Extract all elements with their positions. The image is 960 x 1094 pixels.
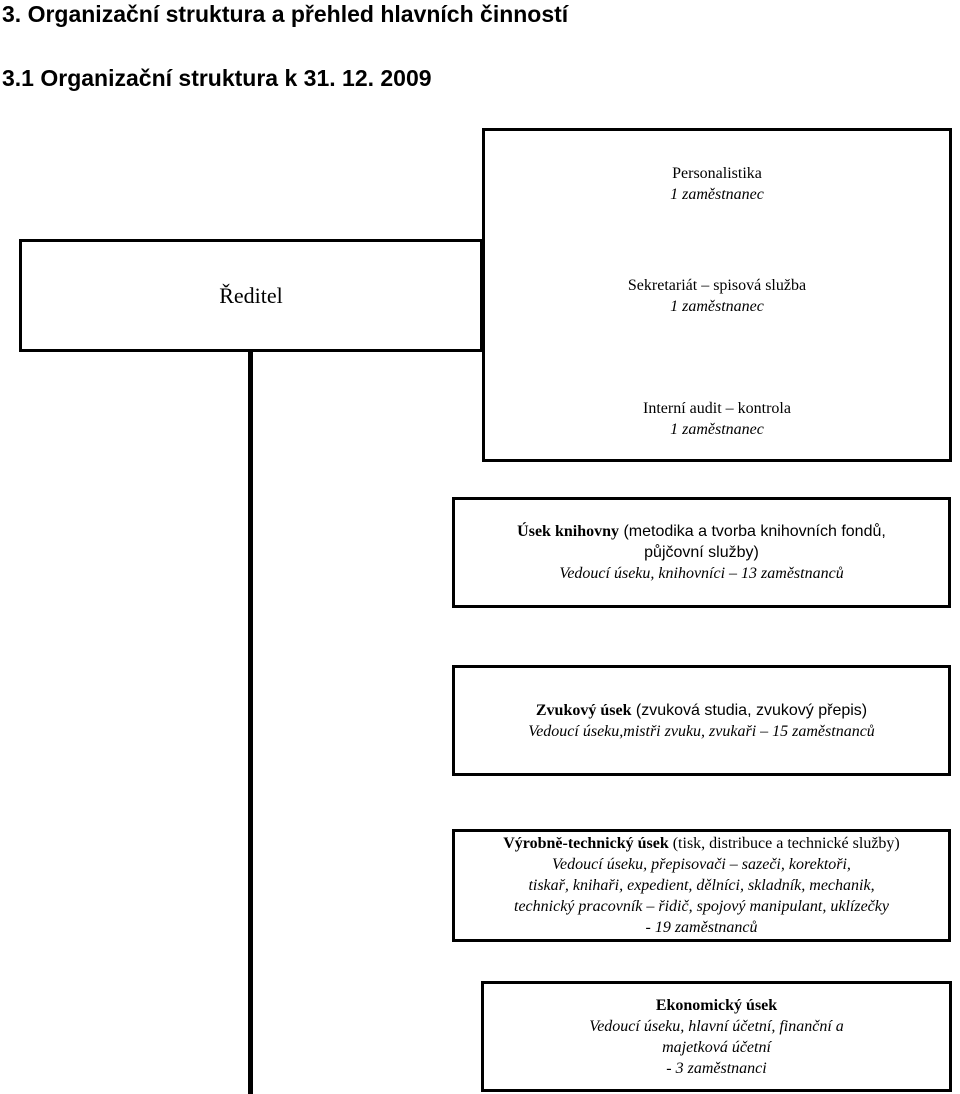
production-unit-staff-3: technický pracovník – řidič, spojový man… [514,898,889,915]
section-heading: 3. Organizační struktura a přehled hlavn… [2,1,569,27]
library-unit-scope: (metodika a tvorba knihovních fondů, [619,523,886,540]
sekretariat-staff: 1 zaměstnanec [670,298,764,315]
economic-unit-box: Ekonomický úsek Vedoucí úseku, hlavní úč… [481,981,952,1092]
sound-unit-box: Zvukový úsek (zvuková studia, zvukový př… [452,665,951,776]
director-title: Ředitel [219,283,283,308]
sound-unit-title: Zvukový úsek [535,701,632,719]
library-unit-staff: Vedoucí úseku, knihovníci – 13 zaměstnan… [559,565,844,582]
production-unit-box: Výrobně-technický úsek (tisk, distribuce… [452,829,951,942]
subsection-heading: 3.1 Organizační struktura k 31. 12. 2009 [2,65,432,91]
production-unit-staff-2: tiskař, knihaři, expedient, dělníci, skl… [528,877,875,894]
personalistika-title: Personalistika [672,165,762,182]
sound-unit-staff: Vedoucí úseku,mistři zvuku, zvukaři – 15… [528,722,875,740]
audit-staff: 1 zaměstnanec [670,421,764,438]
economic-unit-staff-2: majetková účetní [662,1038,771,1056]
director-box: Ředitel [19,239,483,352]
economic-unit-staff-1: Vedoucí úseku, hlavní účetní, finanční a [589,1017,844,1035]
economic-unit-title: Ekonomický úsek [655,996,778,1014]
production-unit-staff-1: Vedoucí úseku, přepisovači – sazeči, kor… [552,856,851,873]
sound-unit-scope: (zvuková studia, zvukový přepis) [631,701,868,719]
production-unit-title: Výrobně-technický úsek [503,835,669,852]
library-unit-scope-2: půjčovní služby) [644,544,759,561]
org-connector-line [248,350,253,1094]
production-unit-staff-4: - 19 zaměstnanců [645,919,758,936]
staff-units-box: Personalistika 1 zaměstnanec Sekretariát… [482,128,952,462]
library-unit-box: Úsek knihovny (metodika a tvorba knihovn… [452,497,951,608]
economic-unit-staff-3: - 3 zaměstnanci [666,1059,767,1077]
sekretariat-title: Sekretariát – spisová služba [627,277,807,294]
audit-title: Interní audit – kontrola [643,400,791,417]
library-unit-title: Úsek knihovny [517,523,619,540]
production-unit-scope: (tisk, distribuce a technické služby) [668,835,900,852]
personalistika-staff: 1 zaměstnanec [670,186,764,203]
